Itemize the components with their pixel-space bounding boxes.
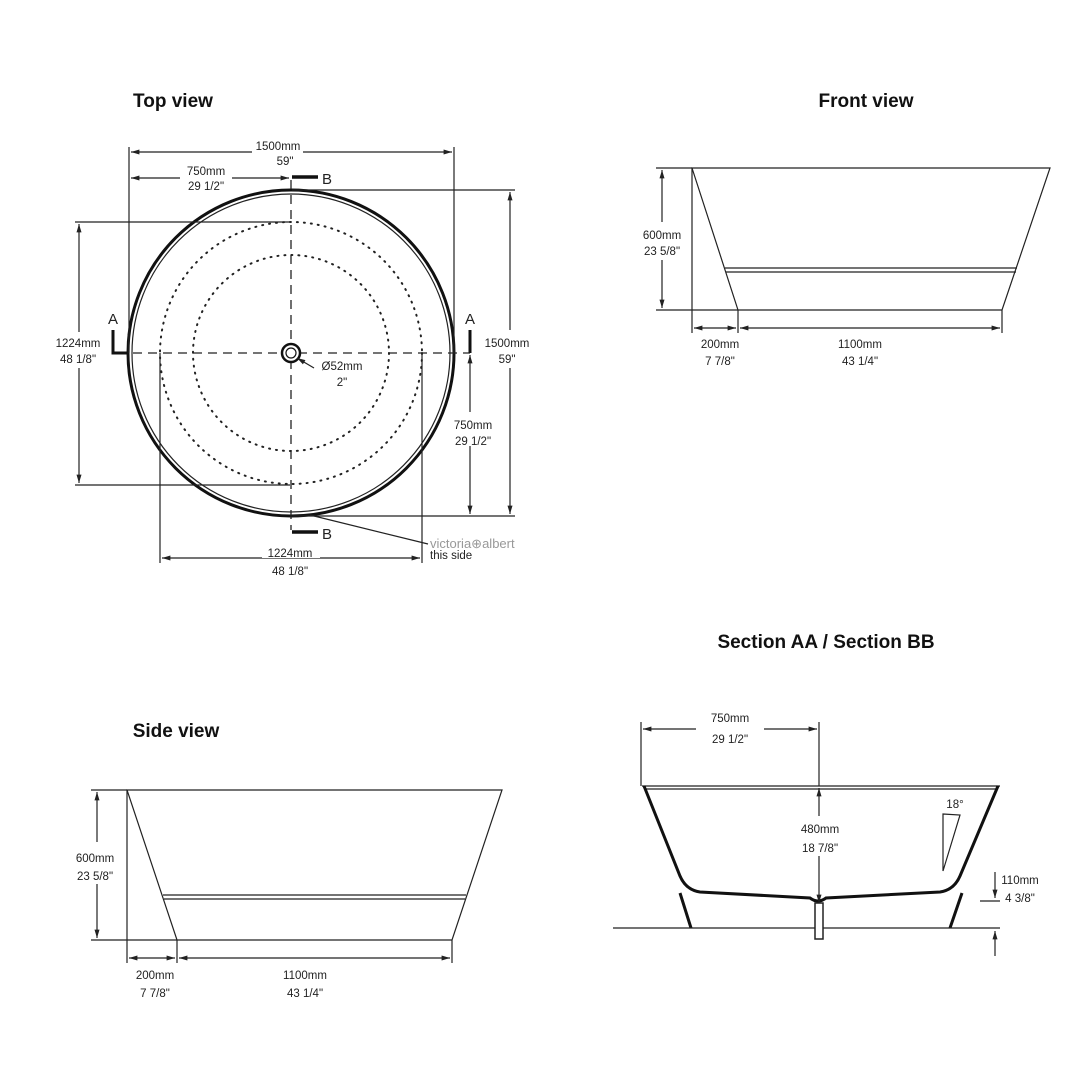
top-width-mm: 1500mm <box>256 141 301 153</box>
drain-diameter-in: 2" <box>337 377 347 389</box>
section-a-marker-right: A <box>465 311 475 328</box>
side-height-mm: 600mm <box>76 853 114 865</box>
section-depth-in: 18 7/8" <box>802 843 838 855</box>
top-depth-mm: 1500mm <box>485 338 530 350</box>
top-inner-height-mm: 1224mm <box>56 338 101 350</box>
section-angle: 18° <box>946 799 963 811</box>
angle-indicator <box>942 813 961 872</box>
front-view: 600mm 23 5/8" 200mm 7 7/8" 1100mm 43 1/4… <box>643 167 1051 368</box>
section-a-marker-left: A <box>108 311 118 328</box>
top-view-title: Top view <box>133 91 213 112</box>
top-view: Ø52mm 2" 1500mm 59" 750mm 29 1/2" B B A … <box>56 141 530 578</box>
top-depth-in: 59" <box>499 354 516 366</box>
front-height-mm: 600mm <box>643 230 681 242</box>
top-width-in: 59" <box>277 156 294 168</box>
side-view: 600mm 23 5/8" 200mm 7 7/8" 1100mm 43 1/4… <box>76 789 503 1000</box>
top-half-width-mm: 750mm <box>187 166 225 178</box>
front-base-in: 43 1/4" <box>842 356 878 368</box>
top-half-depth-in: 29 1/2" <box>455 436 491 448</box>
section-floor-mm: 110mm <box>1001 875 1039 887</box>
side-tub-outline <box>126 789 503 941</box>
section-b-marker-bottom: B <box>322 526 332 543</box>
drain-diameter-mm: Ø52mm <box>322 361 363 373</box>
front-view-title: Front view <box>818 91 913 112</box>
top-half-width-in: 29 1/2" <box>188 181 224 193</box>
side-offset-in: 7 7/8" <box>140 988 170 1000</box>
top-inner-height-in: 48 1/8" <box>60 354 96 366</box>
drain-icon <box>280 342 302 364</box>
side-height-in: 23 5/8" <box>77 871 113 883</box>
top-inner-width-mm: 1224mm <box>268 548 313 560</box>
section-depth-mm: 480mm <box>801 824 839 836</box>
brand-logo: victoria⊕albert <box>430 536 515 551</box>
section-floor-in: 4 3/8" <box>1005 893 1035 905</box>
drain-leader <box>296 357 315 369</box>
section-view: 750mm 29 1/2" 480mm 18 7/8" 18° 110mm 4 … <box>613 713 1039 956</box>
front-tub-outline <box>691 167 1051 311</box>
section-b-marker-top: B <box>322 171 332 188</box>
front-offset-mm: 200mm <box>701 339 739 351</box>
top-half-depth-mm: 750mm <box>454 420 492 432</box>
front-height-in: 23 5/8" <box>644 246 680 258</box>
section-title: Section AA / Section BB <box>717 632 934 653</box>
side-view-title: Side view <box>133 721 220 742</box>
drain-pipe <box>814 902 824 940</box>
section-half-width-in: 29 1/2" <box>712 734 748 746</box>
front-base-mm: 1100mm <box>838 339 882 351</box>
side-base-in: 43 1/4" <box>287 988 323 1000</box>
side-offset-mm: 200mm <box>136 970 174 982</box>
front-offset-in: 7 7/8" <box>705 356 735 368</box>
side-base-mm: 1100mm <box>283 970 327 982</box>
section-half-width-mm: 750mm <box>711 713 749 725</box>
top-inner-width-in: 48 1/8" <box>272 566 308 578</box>
brand-side-note: this side <box>430 550 472 562</box>
